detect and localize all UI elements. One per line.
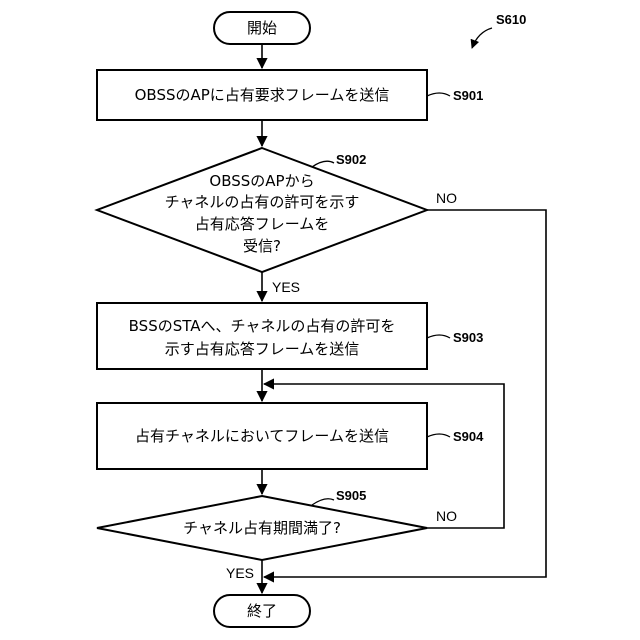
- s905-label: S905: [336, 488, 366, 503]
- s903-line-1: BSSのSTAへ、チャネルの占有の許可を: [129, 317, 396, 335]
- s901-text: OBSSのAPに占有要求フレームを送信: [135, 86, 390, 104]
- s902-line-4: 受信?: [243, 237, 281, 255]
- s904-leader: [427, 434, 450, 437]
- s905-text: チャネル占有期間満了?: [183, 519, 341, 537]
- s903-leader: [427, 335, 450, 338]
- s901-label: S901: [453, 88, 483, 103]
- s902-label: S902: [336, 152, 366, 167]
- s902-line-1: OBSSのAPから: [209, 172, 314, 190]
- s901-leader: [427, 93, 450, 96]
- s905-yes-label: YES: [226, 565, 254, 581]
- s902-line-3: 占有応答フレームを: [195, 215, 330, 233]
- end-text: 終了: [247, 602, 277, 620]
- s902-leader: [312, 161, 334, 167]
- s903-label: S903: [453, 330, 483, 345]
- s902-no-label: NO: [436, 190, 457, 206]
- s905-no-label: NO: [436, 508, 457, 524]
- s902-yes-label: YES: [272, 279, 300, 295]
- start-text: 開始: [247, 19, 277, 37]
- s904-label: S904: [453, 429, 484, 444]
- process-s903: [97, 303, 427, 369]
- s903-line-2: 示す占有応答フレームを送信: [165, 340, 360, 358]
- s904-text: 占有チャネルにおいてフレームを送信: [135, 427, 389, 445]
- figure-label-arrow: [472, 28, 492, 48]
- figure-label: S610: [496, 12, 526, 27]
- s902-line-2: チャネルの占有の許可を示す: [165, 193, 360, 211]
- s905-leader: [312, 499, 334, 505]
